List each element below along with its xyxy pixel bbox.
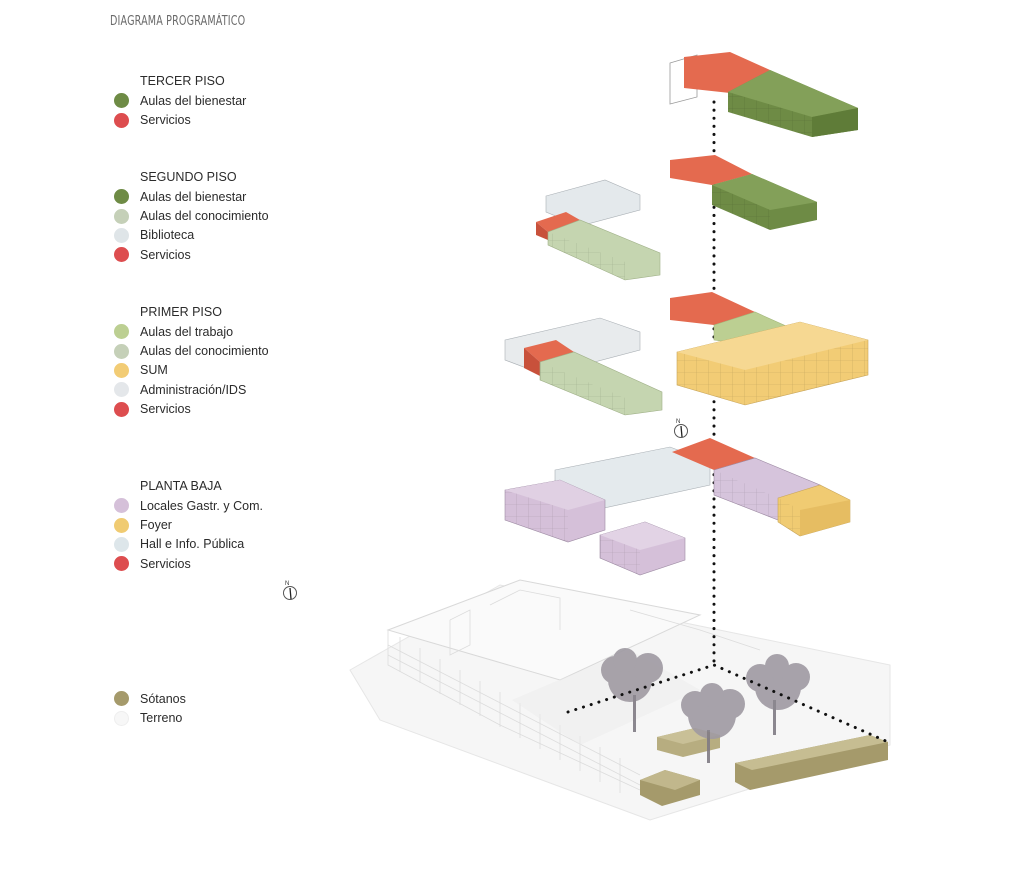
legend-label: Aulas del conocimiento	[140, 209, 269, 224]
legend-sotanos-terreno: Sótanos Terreno	[114, 689, 186, 728]
color-swatch	[114, 691, 129, 707]
legend-item: Administración/IDS	[114, 380, 269, 399]
legend-label: Hall e Info. Pública	[140, 537, 245, 552]
legend-item: Aulas del bienestar	[114, 91, 246, 110]
legend-item: SUM	[114, 361, 269, 380]
legend-tercer-piso: TERCER PISO Aulas del bienestar Servicio…	[114, 72, 246, 130]
color-swatch	[114, 93, 129, 109]
legend-label: Aulas del bienestar	[140, 93, 247, 108]
legend-item: Terreno	[114, 708, 186, 727]
legend-label: Locales Gastr. y Com.	[140, 498, 263, 513]
color-swatch	[114, 208, 129, 224]
diagram-title: DIAGRAMA PROGRAMÁTICO	[110, 14, 246, 29]
color-swatch	[114, 382, 129, 398]
color-swatch	[114, 536, 129, 552]
legend-item: Servicios	[114, 245, 269, 264]
legend-item: Aulas del conocimiento	[114, 341, 269, 360]
vertical-guide-line	[566, 100, 890, 744]
floor-planta-baja	[504, 438, 851, 576]
legend-label: Aulas del conocimiento	[140, 344, 269, 359]
legend-item: Servicios	[114, 110, 246, 129]
color-swatch	[114, 710, 129, 726]
color-swatch	[114, 498, 129, 514]
legend-label: Servicios	[140, 556, 191, 571]
legend-item: Aulas del bienestar	[114, 187, 269, 206]
legend-segundo-piso: SEGUNDO PISO Aulas del bienestar Aulas d…	[114, 168, 269, 265]
legend-primer-piso: PRIMER PISO Aulas del trabajo Aulas del …	[114, 303, 269, 419]
floor-primer-piso	[504, 292, 869, 416]
color-swatch	[114, 189, 129, 205]
legend-label: Servicios	[140, 402, 191, 417]
legend-label: Servicios	[140, 247, 191, 262]
color-swatch	[114, 556, 129, 572]
legend-item: Aulas del trabajo	[114, 322, 269, 341]
legend-item: Servicios	[114, 554, 263, 573]
terrain-site	[349, 579, 891, 821]
legend-label: Foyer	[140, 518, 172, 533]
legend-heading: PLANTA BAJA	[140, 479, 222, 493]
legend-item: Servicios	[114, 400, 269, 419]
north-label: N	[676, 419, 680, 425]
legend-label: Administración/IDS	[140, 382, 247, 397]
legend-item: Aulas del conocimiento	[114, 206, 269, 225]
legend-label: Sótanos	[140, 691, 186, 706]
legend-item: Biblioteca	[114, 226, 269, 245]
north-arrow-icon: N	[674, 419, 688, 438]
legend-label: Servicios	[140, 113, 191, 128]
color-swatch	[114, 517, 129, 533]
legend-label: Aulas del bienestar	[140, 189, 247, 204]
color-swatch	[114, 343, 129, 359]
legend-item: Sótanos	[114, 689, 186, 708]
color-swatch	[114, 401, 129, 417]
legend-heading: TERCER PISO	[140, 74, 225, 88]
color-swatch	[114, 324, 129, 340]
legend-item: Hall e Info. Pública	[114, 535, 263, 554]
color-swatch	[114, 247, 129, 263]
legend-heading: SEGUNDO PISO	[140, 170, 237, 184]
north-arrow-icon: N	[283, 581, 297, 600]
north-label: N	[285, 581, 289, 587]
legend-item: Foyer	[114, 515, 263, 534]
legend-planta-baja: PLANTA BAJA Locales Gastr. y Com. Foyer …	[114, 477, 263, 574]
legend-label: Aulas del trabajo	[140, 324, 234, 339]
legend-label: Terreno	[140, 711, 183, 726]
legend-heading: PRIMER PISO	[140, 305, 222, 319]
color-swatch	[114, 362, 129, 378]
color-swatch	[114, 227, 129, 243]
legend-label: SUM	[140, 363, 168, 378]
floor-tercer-piso	[669, 52, 858, 137]
legend-label: Biblioteca	[140, 228, 195, 243]
legend-item: Locales Gastr. y Com.	[114, 496, 263, 515]
color-swatch	[114, 112, 129, 128]
floor-segundo-piso	[536, 155, 817, 281]
